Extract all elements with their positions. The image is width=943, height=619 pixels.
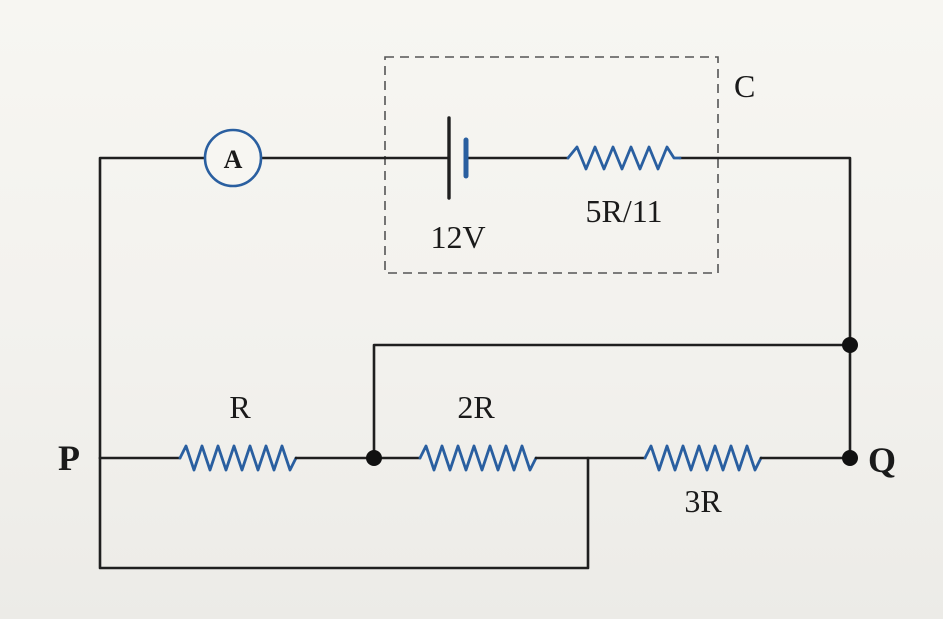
internal-resistor-label: 5R/11 — [585, 193, 662, 229]
junction-node-middle — [366, 450, 382, 466]
wire-bridge-lower — [98, 456, 590, 570]
node-q-label: Q — [868, 440, 896, 480]
resistor-r-symbol — [178, 444, 298, 472]
wire-bridge-upper — [372, 343, 852, 460]
resistor-r-label: R — [229, 389, 251, 425]
junction-node-right-upper — [842, 337, 858, 353]
wire-left-top — [98, 156, 207, 460]
box-label-c: C — [734, 68, 755, 104]
resistor-3r-label: 3R — [684, 483, 722, 519]
ammeter-label: A — [224, 145, 243, 174]
resistor-2r-label: 2R — [457, 389, 495, 425]
ammeter-symbol — [203, 128, 263, 188]
node-q-dot — [842, 450, 858, 466]
battery-label: 12V — [430, 219, 485, 255]
node-p-label: P — [58, 438, 80, 478]
internal-resistor-symbol — [566, 145, 682, 171]
dashed-box-c — [384, 56, 719, 274]
resistor-2r-symbol — [418, 444, 538, 472]
wire-top-right — [678, 156, 852, 460]
resistor-3r-symbol — [643, 444, 763, 472]
